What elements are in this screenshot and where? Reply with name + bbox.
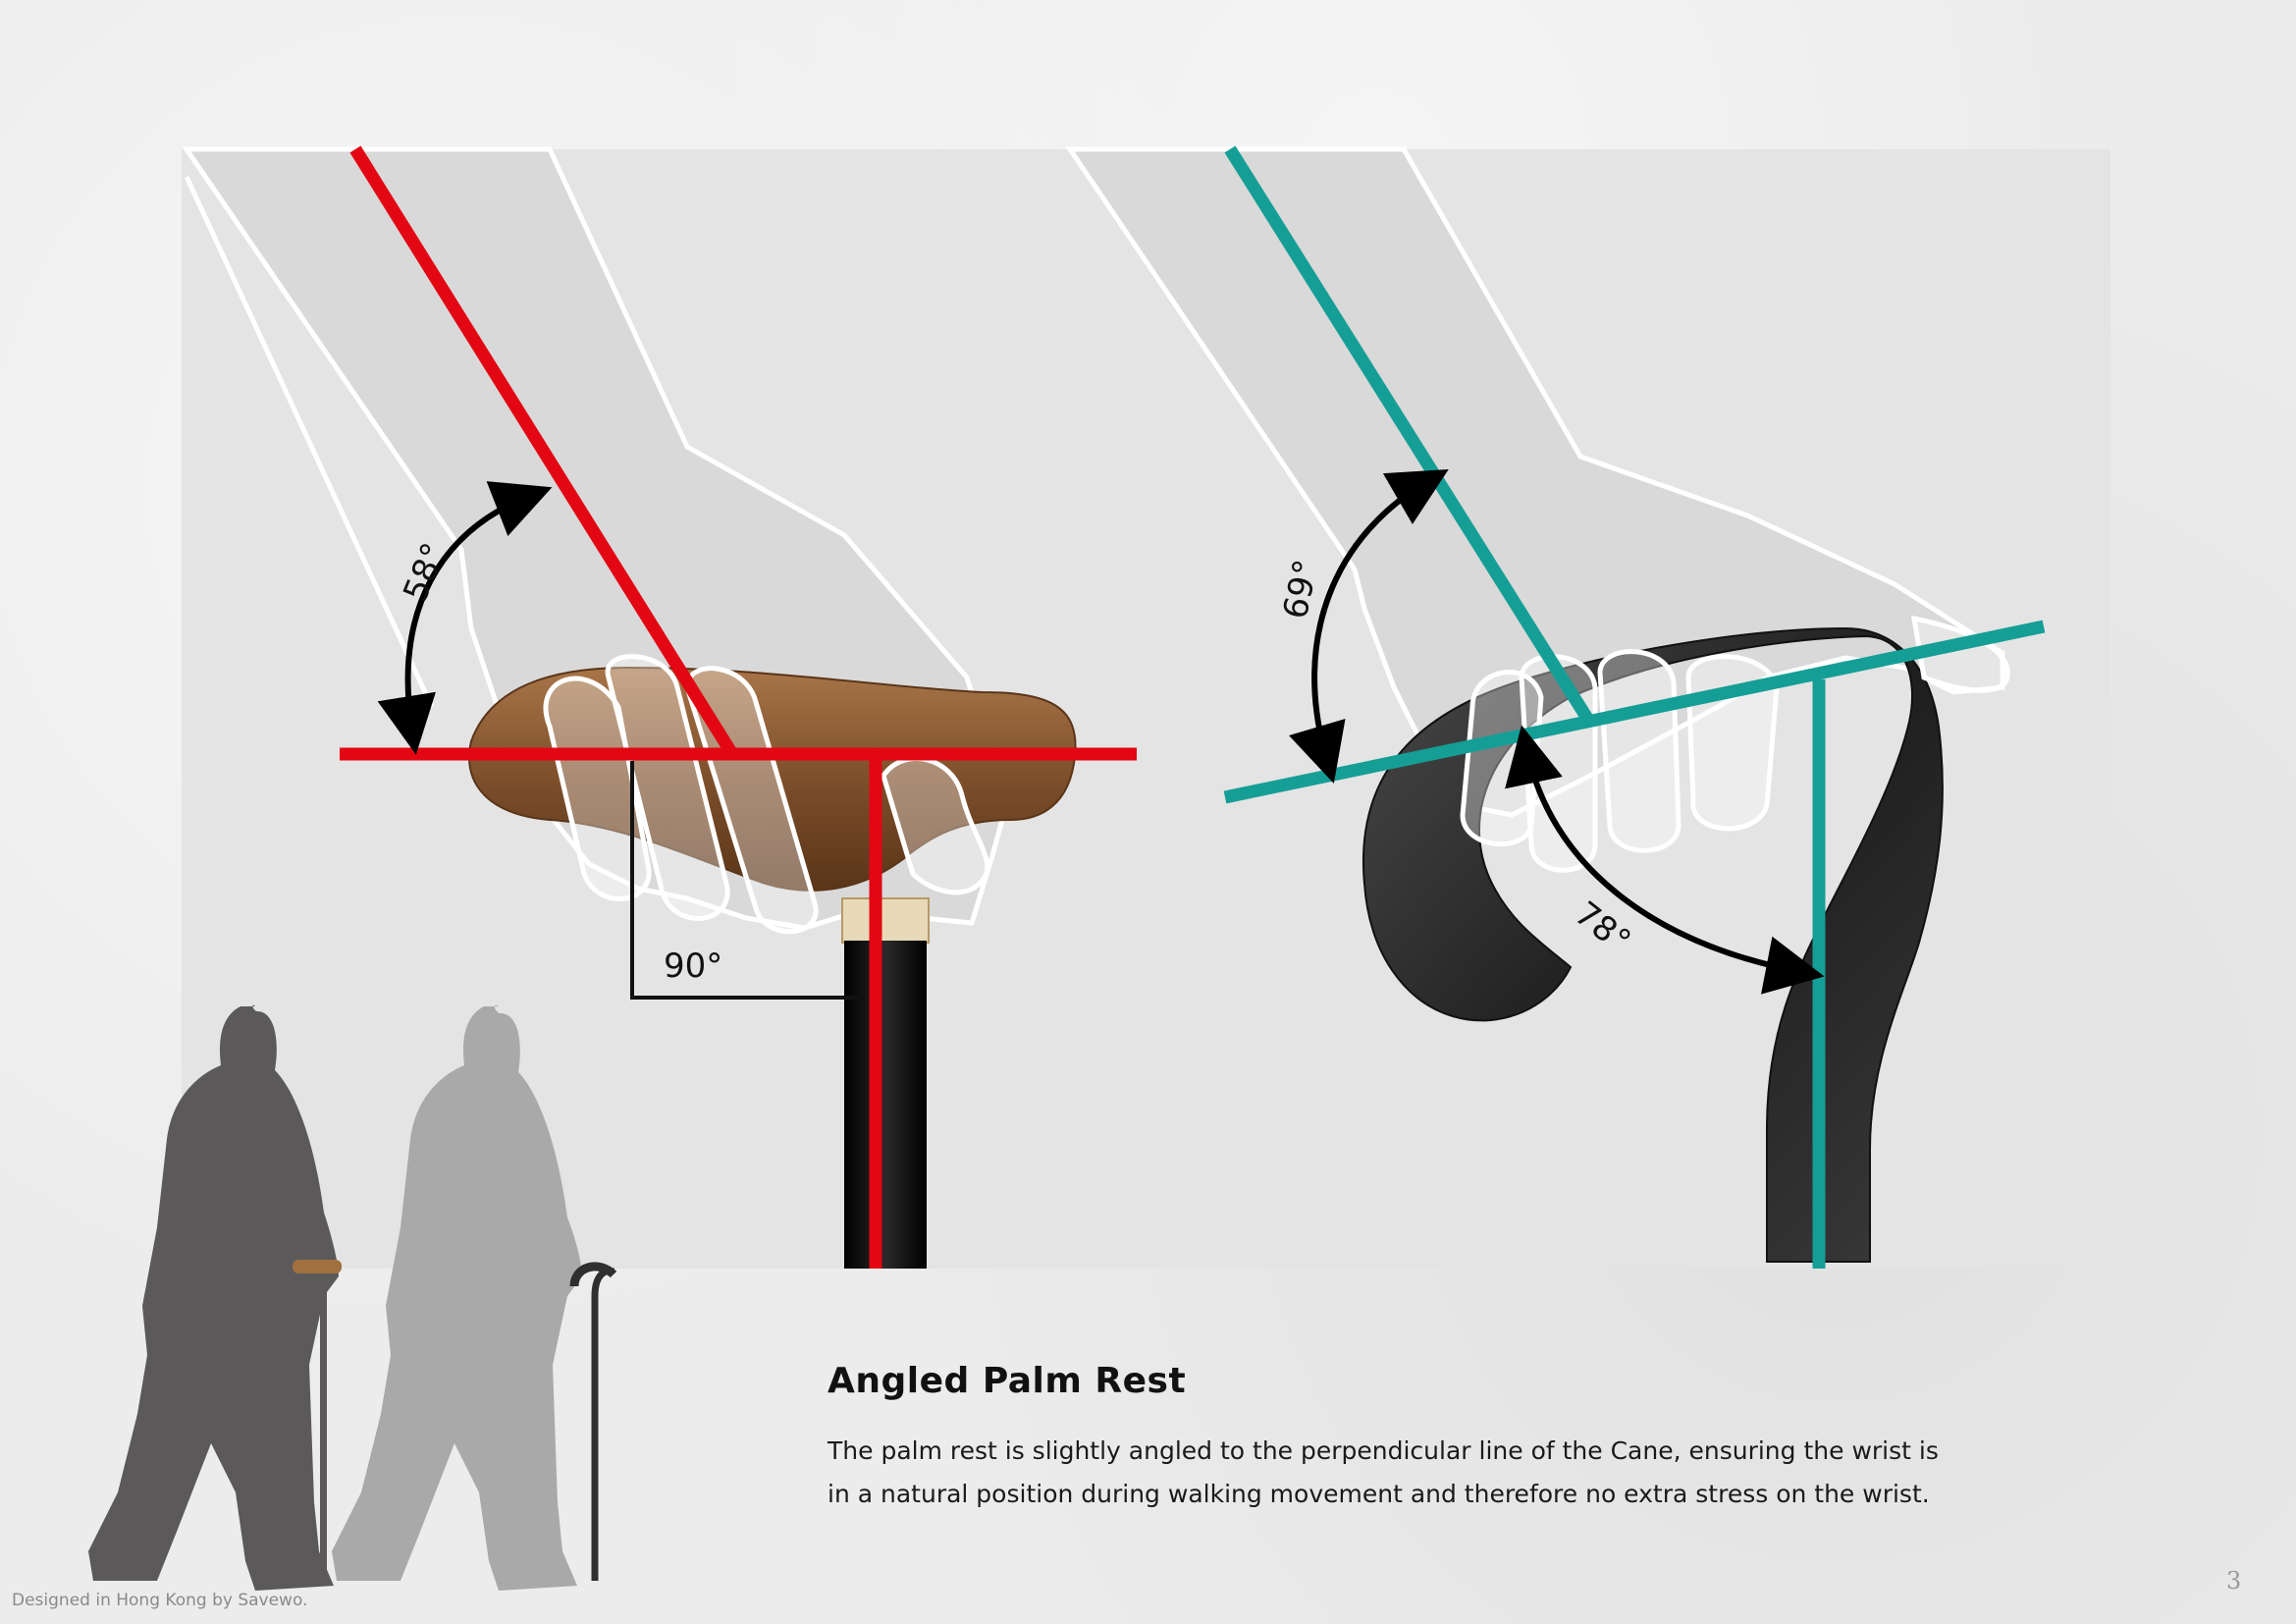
- dark-elderly-figure: [88, 1004, 339, 1591]
- light-elderly-figure: [332, 1004, 582, 1591]
- right-angle-label: 90°: [664, 947, 722, 986]
- dark-figure-cane-handle: [293, 1260, 342, 1273]
- section-description: The palm rest is slightly angled to the …: [828, 1436, 1939, 1508]
- footer-credit: Designed in Hong Kong by Savewo.: [12, 1591, 308, 1610]
- right-comparison: 69° 78°: [1065, 145, 2046, 1269]
- light-figure-cane-handle: [569, 1262, 617, 1287]
- carbon-crook-handle: [1362, 626, 1944, 1263]
- brass-collar: [841, 897, 930, 944]
- left-arm-angle-arc: [377, 481, 553, 755]
- right-angle-bracket: [630, 761, 864, 1000]
- right-forearm-axis-line: [1224, 145, 1597, 729]
- page-number: 3: [2226, 1567, 2242, 1595]
- light-figure-cane: [591, 1267, 615, 1581]
- left-comparison: 90° 58°: [182, 145, 1137, 1269]
- right-arm-angle-arc: [1289, 468, 1449, 785]
- left-cane-shaft: [844, 941, 927, 1269]
- left-forearm-axis-line: [349, 145, 738, 758]
- section-heading: Angled Palm Rest: [828, 1361, 1187, 1401]
- left-fingers-outline: [543, 654, 990, 935]
- right-rest-angle-arc: [1505, 725, 1825, 995]
